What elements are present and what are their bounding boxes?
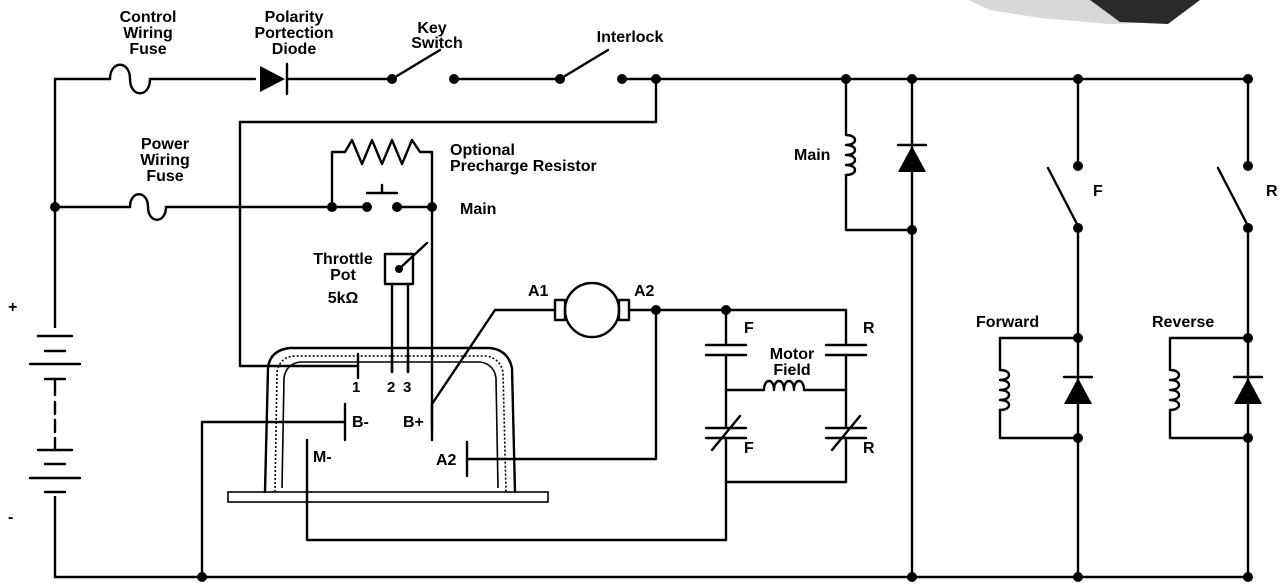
motor-field-label-2: Field — [773, 362, 810, 379]
a1-motor-label: A1 — [528, 283, 549, 300]
forward-branch — [998, 77, 1094, 579]
motor-field-label-1: Motor — [770, 346, 814, 363]
a2-motor-label: A2 — [634, 283, 655, 300]
forward-switch-label: F — [1093, 183, 1103, 200]
interlock-label: Interlock — [597, 29, 664, 46]
precharge-label-1: Optional — [450, 142, 515, 159]
forward-label: Forward — [976, 314, 1039, 331]
battery-minus-label: - — [8, 509, 13, 526]
control-fuse-label-1: Control — [120, 9, 177, 26]
main-coil-label: Main — [794, 147, 830, 164]
motor-controller — [227, 346, 549, 503]
key-switch-label-2: Switch — [411, 35, 463, 52]
precharge-resistor-icon — [330, 138, 434, 209]
diode-label-1: Polarity — [265, 9, 324, 26]
m-minus-label: M- — [313, 449, 332, 466]
power-fuse-label-2: Wiring — [140, 152, 190, 169]
motor-armature-icon — [430, 281, 728, 461]
field-f-bottom-label: F — [744, 440, 754, 457]
key-switch-icon — [387, 48, 459, 84]
field-f-top-label: F — [744, 320, 754, 337]
main-coil-branch — [844, 77, 928, 579]
control-fuse-label-2: Wiring — [123, 25, 173, 42]
key-switch-label-1: Key — [417, 20, 446, 37]
throttle-label-1: Throttle — [313, 251, 373, 268]
battery-icon — [28, 328, 82, 496]
reverse-label: Reverse — [1152, 314, 1214, 331]
a2-controller-label: A2 — [436, 452, 457, 469]
main-coil-icon — [844, 133, 857, 177]
pin-2-label: 2 — [387, 379, 395, 396]
field-r-top-label: R — [863, 320, 875, 337]
forward-coil-icon — [998, 368, 1011, 412]
power-fuse-label-1: Power — [141, 136, 189, 153]
throttle-label-2: Pot — [330, 267, 356, 284]
field-r-bottom-label: R — [863, 440, 875, 457]
interlock-switch-icon — [555, 48, 627, 84]
b-plus-label: B+ — [403, 414, 424, 431]
ground-line — [53, 420, 1253, 582]
power-line — [50, 138, 437, 432]
throttle-label-3: 5kΩ — [328, 290, 359, 307]
polarity-diode-icon — [260, 62, 289, 96]
main-contact-label: Main — [460, 201, 496, 218]
reverse-switch-label: R — [1266, 183, 1278, 200]
control-fuse-icon — [108, 63, 152, 95]
power-fuse-label-3: Fuse — [146, 168, 183, 185]
reverse-diode-icon — [1234, 378, 1262, 404]
reverse-coil-icon — [1168, 368, 1181, 412]
pin-1-label: 1 — [352, 379, 360, 396]
precharge-label-2: Precharge Resistor — [450, 158, 597, 175]
main-contact-icon — [330, 183, 434, 212]
diode-label-2: Portection — [254, 25, 333, 42]
controller-photo-fragment — [968, 0, 1200, 24]
diode-label-3: Diode — [272, 41, 317, 58]
main-diode-icon — [898, 146, 926, 172]
forward-diode-icon — [1064, 378, 1092, 404]
motor-field-coil-icon — [762, 379, 806, 392]
control-fuse-label-3: Fuse — [129, 41, 166, 58]
b-minus-label: B- — [352, 414, 369, 431]
throttle-pot-icon — [383, 241, 429, 374]
power-fuse-icon — [128, 193, 168, 221]
battery-plus-label: + — [8, 299, 17, 316]
motor-field-network — [305, 305, 868, 542]
pin-3-label: 3 — [403, 379, 411, 396]
reverse-branch — [1168, 77, 1264, 579]
